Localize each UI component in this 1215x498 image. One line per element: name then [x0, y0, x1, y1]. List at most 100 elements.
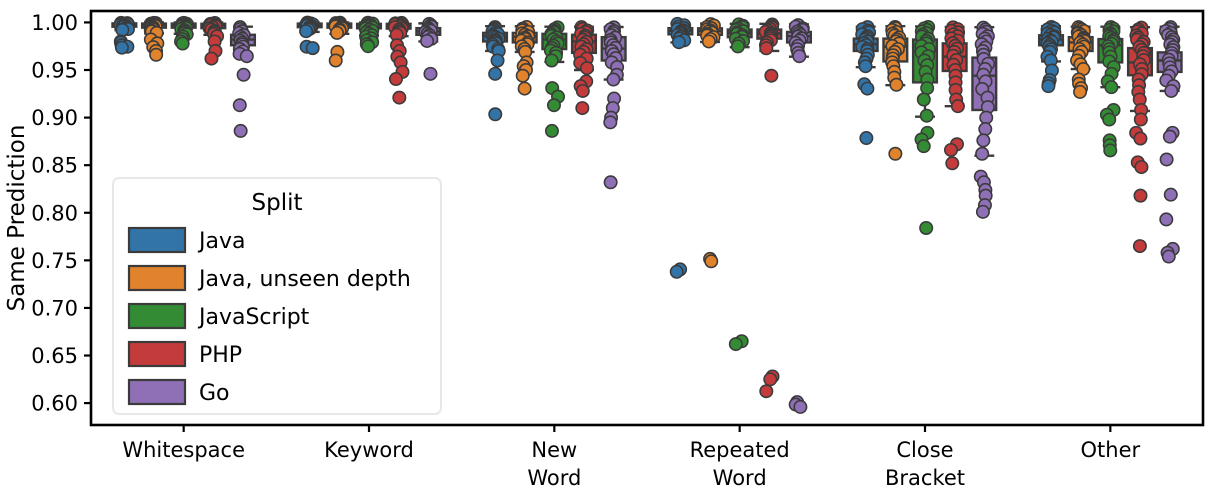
data-point [1162, 129, 1177, 144]
x-tick-label: Close [896, 438, 953, 462]
data-point [1104, 80, 1119, 95]
data-point [1073, 84, 1088, 99]
y-tick-label: 0.95 [31, 59, 78, 83]
data-point [546, 98, 561, 113]
data-point [792, 49, 807, 64]
y-tick-label: 0.75 [31, 249, 78, 273]
data-point [730, 39, 745, 54]
data-point [1103, 143, 1118, 158]
data-point [299, 24, 314, 39]
data-point [330, 25, 345, 40]
y-tick-label: 0.80 [31, 201, 78, 225]
data-point [1164, 83, 1179, 98]
data-point [889, 77, 904, 92]
data-point [860, 81, 875, 96]
data-point [704, 254, 719, 269]
legend-label-text: Java, unseen depth [197, 267, 411, 292]
data-point [236, 67, 251, 82]
x-tick-label: Word [527, 466, 581, 490]
data-point [239, 49, 254, 64]
y-tick-label: 0.65 [31, 344, 78, 368]
data-point [976, 133, 991, 148]
data-point [420, 33, 435, 48]
legend-swatch [127, 302, 187, 330]
data-point [975, 146, 990, 161]
data-point [701, 34, 716, 49]
data-point [1041, 79, 1056, 94]
legend-label-text: JavaScript [197, 305, 310, 330]
legend-item[interactable]: Java, unseen depth [127, 264, 411, 292]
data-point [388, 72, 403, 87]
data-point [392, 90, 407, 105]
data-point [488, 107, 503, 122]
data-point [204, 51, 219, 66]
x-tick-label: Keyword [324, 438, 414, 462]
data-point [1159, 152, 1174, 167]
data-point [149, 47, 164, 62]
y-axis-ticks: 1.000.950.900.850.800.750.700.650.60 [31, 11, 91, 416]
data-point [759, 41, 774, 56]
legend-item[interactable]: Java [127, 226, 245, 254]
data-point [764, 68, 779, 83]
data-point [490, 53, 505, 68]
data-point [232, 98, 247, 113]
legend-label-text: Go [199, 381, 230, 406]
axes-frame [89, 9, 1205, 427]
data-point [669, 264, 684, 279]
legend-swatch [127, 264, 187, 292]
data-point [517, 81, 532, 96]
data-point [175, 36, 190, 51]
y-axis-title[interactable]: Same Prediction [4, 125, 30, 312]
legend-label-text: Java [197, 229, 245, 254]
data-point [1132, 239, 1147, 254]
data-point [1163, 187, 1178, 202]
data-point [544, 123, 559, 138]
data-point [1133, 188, 1148, 203]
legend-swatch [127, 378, 187, 406]
data-point [945, 156, 960, 171]
x-tick-label: Bracket [885, 466, 965, 490]
legend-title-text: Split [252, 190, 303, 216]
data-point [1159, 212, 1174, 227]
data-point [305, 41, 320, 56]
data-point [1133, 131, 1148, 146]
legend-label-text: PHP [199, 343, 242, 368]
data-point [671, 35, 686, 50]
data-point [944, 142, 959, 157]
data-point [859, 131, 874, 146]
data-point [920, 81, 935, 96]
data-point [1134, 160, 1149, 175]
data-point [763, 372, 778, 387]
x-tick-label: Repeated [690, 438, 790, 462]
data-point [975, 204, 990, 219]
legend-box [112, 177, 442, 415]
data-point [423, 66, 438, 81]
data-point [1161, 249, 1176, 264]
legend-item[interactable]: Go [127, 378, 230, 406]
data-point [603, 115, 618, 130]
y-tick-label: 0.70 [31, 296, 78, 320]
data-point [488, 66, 503, 81]
data-point [361, 39, 376, 54]
y-tick-label: 0.85 [31, 154, 78, 178]
data-point [916, 139, 931, 154]
legend-item[interactable]: JavaScript [127, 302, 310, 330]
plot-frame [89, 9, 1205, 427]
data-point [114, 40, 129, 55]
y-tick-label: 0.60 [31, 392, 78, 416]
data-point [579, 61, 594, 76]
data-point [979, 110, 994, 125]
data-point [978, 122, 993, 137]
data-point [916, 92, 931, 107]
data-point [888, 146, 903, 161]
y-tick-label: 1.00 [31, 11, 78, 35]
x-tick-label: New [531, 438, 577, 462]
data-point [950, 99, 965, 114]
legend-swatch [127, 340, 187, 368]
legend-item[interactable]: PHP [127, 340, 242, 368]
legend-swatch [127, 226, 187, 254]
